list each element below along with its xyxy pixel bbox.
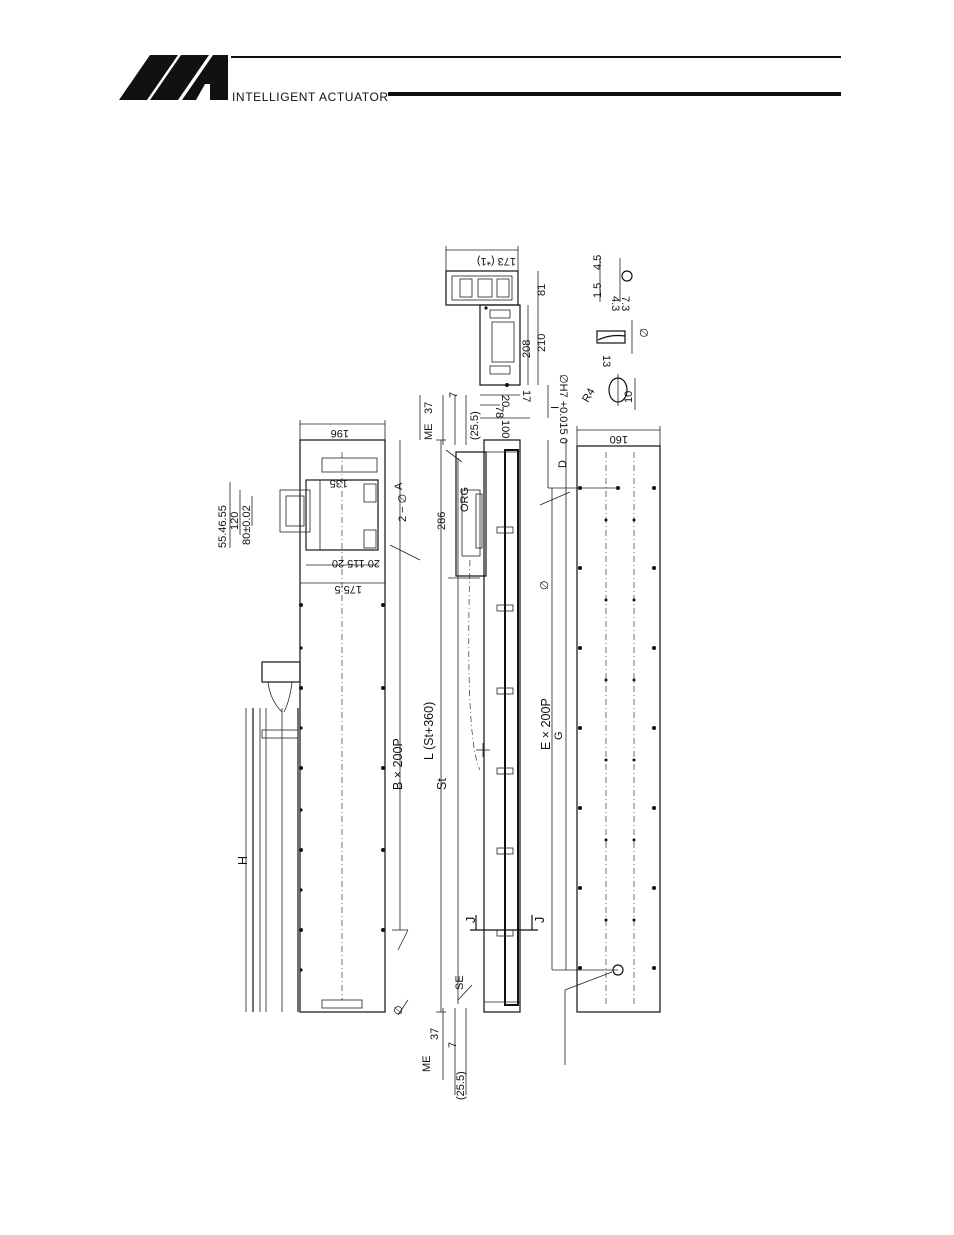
detail-43-label: 4.3 <box>609 296 621 311</box>
a-label: A <box>393 482 405 490</box>
end-78-label: 78 <box>493 406 505 418</box>
d286-label: 286 <box>436 512 448 530</box>
hole-top-label: 2 − ∅ <box>397 494 409 522</box>
d7-top-label: 7 <box>448 392 460 398</box>
end-20-label: 20 <box>499 395 511 407</box>
d120-label: 120 <box>229 512 241 530</box>
detail-10-label: 10 <box>623 391 635 403</box>
l-total-label: L (St+360) <box>422 702 436 760</box>
rail-clamps <box>496 526 514 937</box>
se-label: SE <box>454 975 466 990</box>
end-173-label: 173 (*1) <box>477 255 516 267</box>
end-210-label: 210 <box>536 334 548 352</box>
w160-label: 160 <box>610 433 628 445</box>
top-view-holes <box>299 603 385 972</box>
g-label: G <box>553 731 565 740</box>
detail-15-label: 1.5 <box>592 283 604 298</box>
top-view: H <box>217 420 421 1016</box>
detail-73-label: 7.3 <box>619 296 631 311</box>
j-left-label: J <box>464 917 478 923</box>
me-top-label: ME <box>423 424 435 441</box>
bottom-view: 160 D ∅ E × 200P G <box>539 426 661 1065</box>
d55-label: 55.46.55 <box>217 505 229 548</box>
w135-label: 135 <box>330 477 348 489</box>
h-label: H <box>236 856 250 865</box>
logo-a-mark <box>182 55 228 100</box>
d7-bottom-label: 7 <box>447 1042 459 1048</box>
detail-45-label: 4.5 <box>592 255 604 270</box>
end-81-label: 81 <box>536 284 548 296</box>
end-view: 173 (*1) 81 210 208 17 20 78 100 I <box>445 246 560 438</box>
detail-phi-label: ∅ <box>637 328 649 338</box>
d255-bottom-label: (25.5) <box>455 1071 467 1100</box>
detail-views: 1.5 4.5 4.3 7.3 13 ∅ ∅H7 +0.015 0 R4 10 <box>557 255 649 444</box>
w115-label: 20 115 20 <box>332 557 380 569</box>
me-bottom-label: ME <box>421 1056 433 1073</box>
brand-name: INTELLIGENT ACTUATOR <box>232 90 389 104</box>
detail-h7-label: ∅H7 +0.015 0 <box>557 374 569 444</box>
end-i-label: I <box>548 406 560 409</box>
j-right-label: J <box>533 917 547 923</box>
d-label: D <box>557 460 569 468</box>
d37-bottom-label: 37 <box>429 1028 441 1040</box>
org-label: ORG <box>459 487 471 512</box>
w175-label: 175.5 <box>334 583 362 595</box>
end-17-label: 17 <box>520 390 532 402</box>
e-pitch-label: E × 200P <box>539 698 553 750</box>
detail-r4-label: R4 <box>580 386 597 404</box>
bottom-phi-label: ∅ <box>539 580 551 590</box>
side-view: ME 37 7 (25.5) 286 ORG L (St+360) St J J… <box>419 392 547 1100</box>
d80-label: 80±0.02 <box>241 505 253 545</box>
st-label: St <box>435 778 449 790</box>
logo-slash-2 <box>150 55 209 100</box>
brand-header: INTELLIGENT ACTUATOR <box>119 55 841 104</box>
detail-13-label: 13 <box>600 355 612 367</box>
top-phi-label: ∅ <box>393 1005 405 1015</box>
w196-label: 196 <box>331 427 349 439</box>
bottom-view-holes <box>578 486 656 970</box>
logo-slash-1 <box>119 55 178 100</box>
b-pitch-label: B × 200P <box>391 738 405 790</box>
d37-top-label: 37 <box>423 402 435 414</box>
end-208-label: 208 <box>521 340 533 358</box>
d255-top-label: (25.5) <box>469 411 481 440</box>
end-100-label: 100 <box>499 420 511 438</box>
